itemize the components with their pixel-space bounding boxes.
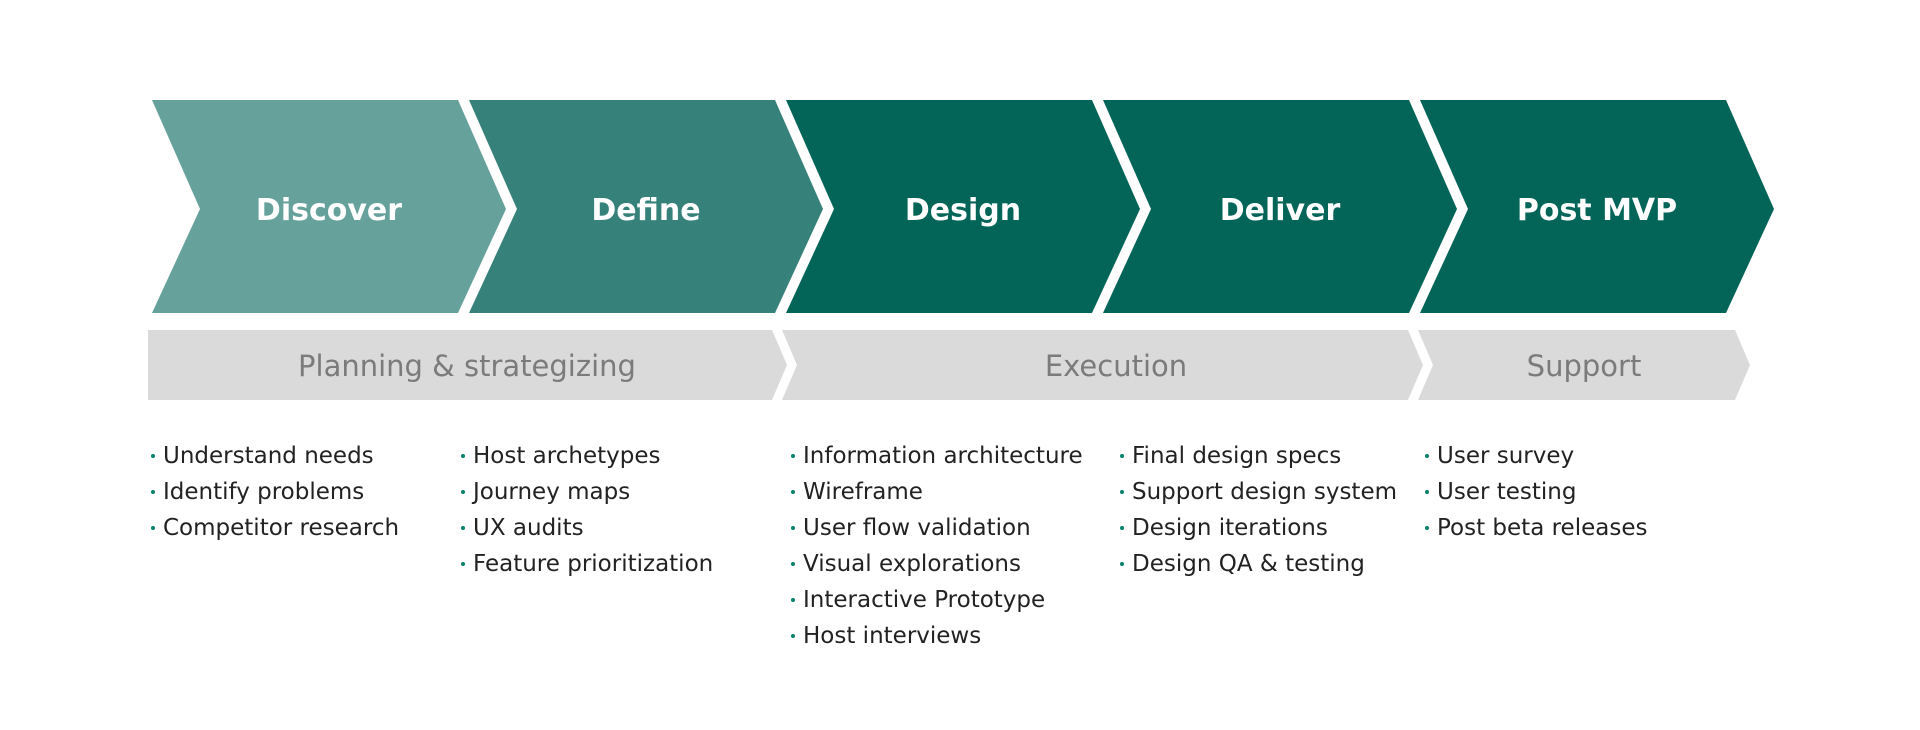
task-item: Journey maps xyxy=(461,474,713,510)
task-item-label: Support design system xyxy=(1132,479,1397,505)
stage-execution-label: Execution xyxy=(1045,349,1187,383)
bullet-icon xyxy=(791,634,795,638)
bullet-icon xyxy=(1425,526,1429,530)
phase-post-mvp-label: Post MVP xyxy=(1517,193,1677,228)
task-item: UX audits xyxy=(461,510,713,546)
phase-design-label: Design xyxy=(905,193,1021,228)
task-item: Understand needs xyxy=(151,438,399,474)
bullet-icon xyxy=(151,454,155,458)
stage-support-shape xyxy=(1418,330,1750,400)
phase-deliver-label: Deliver xyxy=(1220,193,1341,228)
task-item: Host interviews xyxy=(791,618,1083,654)
task-item: Wireframe xyxy=(791,474,1083,510)
phase-define: Define xyxy=(469,100,823,313)
task-item-label: Post beta releases xyxy=(1437,515,1648,541)
task-item-label: Design iterations xyxy=(1132,515,1328,541)
stage-planning: Planning & strategizing xyxy=(148,330,787,400)
bullet-icon xyxy=(461,454,465,458)
stage-execution: Execution xyxy=(782,330,1423,400)
task-item-label: User testing xyxy=(1437,479,1577,505)
task-item-label: Identify problems xyxy=(163,479,365,505)
phase-deliver: Deliver xyxy=(1103,100,1457,313)
phase-define-shape xyxy=(469,100,823,313)
phase-define-label: Define xyxy=(591,193,700,228)
stage-bar-row: Planning & strategizing Execution Suppor… xyxy=(148,330,1750,400)
bullet-icon xyxy=(791,562,795,566)
phase-post-mvp: Post MVP xyxy=(1420,100,1774,313)
task-item-label: Information architecture xyxy=(803,443,1083,469)
bullet-icon xyxy=(151,490,155,494)
task-item-label: UX audits xyxy=(473,515,584,541)
task-item: Support design system xyxy=(1120,474,1397,510)
task-item: Information architecture xyxy=(791,438,1083,474)
bullet-icon xyxy=(461,490,465,494)
bullet-icon xyxy=(151,526,155,530)
stage-planning-label: Planning & strategizing xyxy=(298,349,636,383)
task-item-label: Host archetypes xyxy=(473,443,661,469)
task-item-label: Wireframe xyxy=(803,479,923,505)
bullet-icon xyxy=(791,454,795,458)
task-item-label: Feature prioritization xyxy=(473,551,714,577)
task-item: Final design specs xyxy=(1120,438,1397,474)
stage-support: Support xyxy=(1418,330,1750,400)
phase-discover: Discover xyxy=(152,100,506,313)
bullet-icon xyxy=(1120,490,1124,494)
task-item-label: Final design specs xyxy=(1132,443,1342,469)
stage-planning-shape xyxy=(148,330,787,400)
task-item-label: Interactive Prototype xyxy=(803,587,1046,613)
stage-execution-shape xyxy=(782,330,1423,400)
task-item-label: User flow validation xyxy=(803,515,1031,541)
phase-chevron-row: Discover Define Design Deliver Post MVP xyxy=(152,100,1774,313)
task-item: Host archetypes xyxy=(461,438,713,474)
bullet-icon xyxy=(1425,490,1429,494)
task-item: User flow validation xyxy=(791,510,1083,546)
phase-discover-shape xyxy=(152,100,506,313)
task-item-label: Visual explorations xyxy=(803,551,1021,577)
task-item: Feature prioritization xyxy=(461,546,713,582)
phase-deliver-shape xyxy=(1103,100,1457,313)
task-item: Post beta releases xyxy=(1425,510,1647,546)
bullet-icon xyxy=(1120,526,1124,530)
bullet-icon xyxy=(791,598,795,602)
phase-post-mvp-shape xyxy=(1420,100,1774,313)
task-item: Competitor research xyxy=(151,510,399,546)
task-item-label: Design QA & testing xyxy=(1132,551,1365,577)
bullet-icon xyxy=(1120,562,1124,566)
phase-design: Design xyxy=(786,100,1140,313)
stage-support-label: Support xyxy=(1527,349,1642,383)
bullet-icon xyxy=(791,490,795,494)
phase-discover-label: Discover xyxy=(256,193,402,228)
bullet-icon xyxy=(461,526,465,530)
bullet-icon xyxy=(461,562,465,566)
task-item-label: Host interviews xyxy=(803,623,982,649)
task-item-label: Journey maps xyxy=(473,479,631,505)
task-item-label: Understand needs xyxy=(163,443,374,469)
bullet-icon xyxy=(1120,454,1124,458)
task-item: User testing xyxy=(1425,474,1647,510)
task-item: Visual explorations xyxy=(791,546,1083,582)
task-item: Design iterations xyxy=(1120,510,1397,546)
task-item: Design QA & testing xyxy=(1120,546,1397,582)
phase-design-shape xyxy=(786,100,1140,313)
task-item: Identify problems xyxy=(151,474,399,510)
bullet-icon xyxy=(791,526,795,530)
bullet-icon xyxy=(1425,454,1429,458)
task-item: User survey xyxy=(1425,438,1647,474)
task-item-label: User survey xyxy=(1437,443,1575,469)
task-item-label: Competitor research xyxy=(163,515,400,541)
task-item: Interactive Prototype xyxy=(791,582,1083,618)
